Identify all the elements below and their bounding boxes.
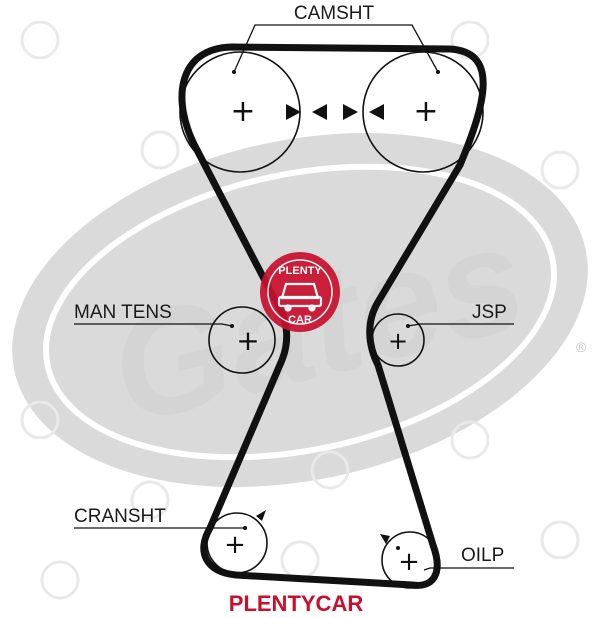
oil-pump-leader <box>423 567 514 571</box>
cranshaft-label: CRANSHT <box>74 506 166 527</box>
stamp-bottom-text: CAR <box>288 314 312 326</box>
crankshaft-pulley: + <box>206 510 268 574</box>
stamp-top-text: PLENTY <box>278 265 322 277</box>
car-icon <box>277 282 323 312</box>
triangle-arrow-icon <box>380 534 390 544</box>
triangle-arrow-icon <box>286 104 384 120</box>
jsp-idler-pulley: + <box>371 313 425 367</box>
plentycar-stamp-logo: PLENTY CAR <box>260 252 340 332</box>
manual-tensioner-pulley: + <box>208 306 276 374</box>
plus-icon: + <box>413 94 438 129</box>
camshaft-leader <box>233 24 439 73</box>
oil-pump-label: OILP <box>461 545 504 566</box>
camshaft-pulley-right: + <box>362 51 484 173</box>
timing-belt <box>178 43 487 589</box>
plus-icon: + <box>224 530 246 560</box>
plus-icon: + <box>236 324 259 357</box>
man-tens-label: MAN TENS <box>74 302 172 323</box>
camshaft-label: CAMSHT <box>294 3 375 24</box>
camshaft-pulley-left: + <box>179 51 301 173</box>
oil-pump-pulley: + <box>380 531 439 589</box>
jsp-label: JSP <box>472 302 507 323</box>
registered-mark: ® <box>576 339 587 355</box>
plus-icon: + <box>398 547 420 577</box>
plus-icon: + <box>230 94 255 129</box>
jsp-leader <box>407 323 514 327</box>
triangle-arrow-icon <box>256 510 266 521</box>
plus-icon: + <box>388 327 408 355</box>
man-tens-leader <box>74 323 233 327</box>
plentycar-footer-text: PLENTYCAR <box>229 591 364 616</box>
